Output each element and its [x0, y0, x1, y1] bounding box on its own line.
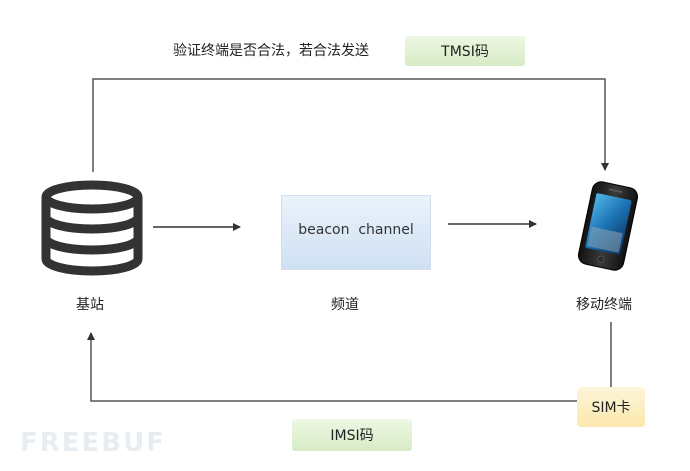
- verify-text: 验证终端是否合法，若合法发送: [173, 43, 369, 59]
- beacon-channel-label: beacon channel: [298, 222, 414, 238]
- tmsi-label: TMSI码: [441, 44, 489, 60]
- tmsi-box: TMSI码: [405, 36, 525, 66]
- sim-box: SIM卡: [577, 387, 645, 427]
- imsi-label: IMSI码: [330, 428, 374, 444]
- beacon-channel-box: beacon channel: [281, 195, 431, 270]
- verify-connector: [92, 78, 609, 172]
- base-station-label: 基站: [76, 297, 104, 313]
- imsi-box: IMSI码: [292, 419, 412, 451]
- mobile-terminal-label: 移动终端: [576, 297, 632, 313]
- imsi-connector: [87, 322, 612, 402]
- database-icon: [41, 180, 143, 276]
- channel-label: 频道: [331, 297, 359, 313]
- sim-label: SIM卡: [591, 400, 631, 416]
- watermark: FREEBUF: [20, 428, 166, 458]
- smartphone-icon: [577, 181, 639, 271]
